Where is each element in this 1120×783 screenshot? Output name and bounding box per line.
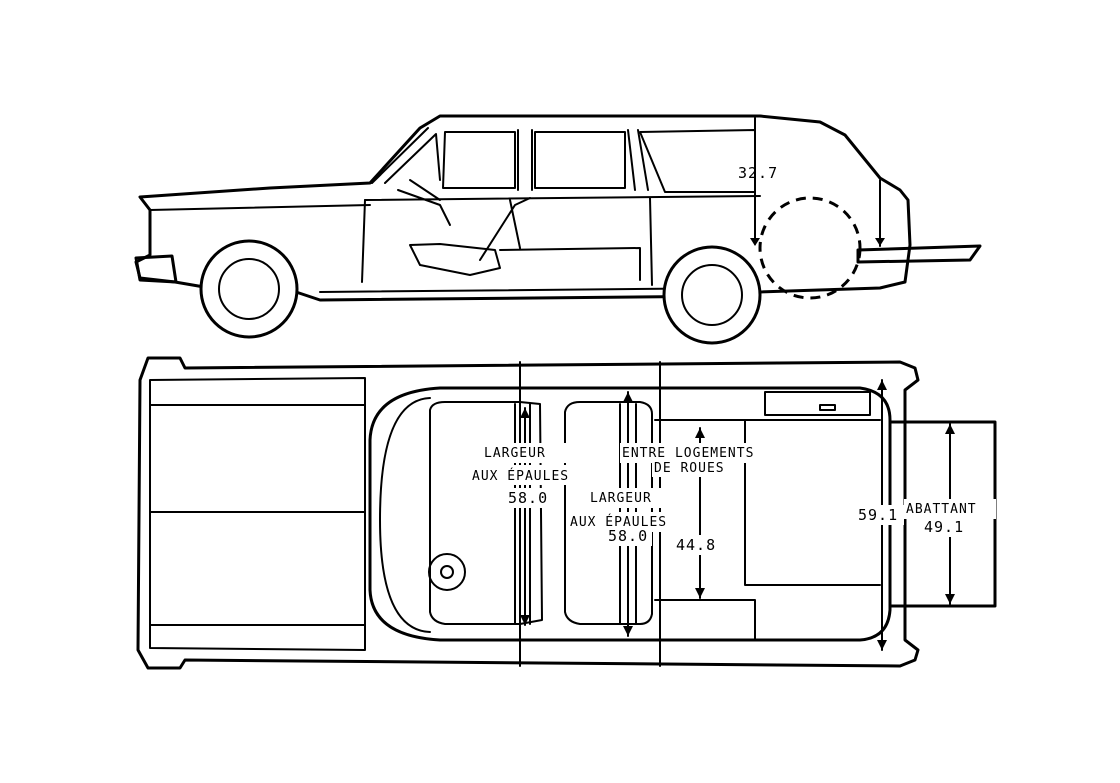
front-seatback <box>514 403 531 625</box>
tailgate-value: 49.1 <box>924 518 964 536</box>
front-seat <box>409 197 531 276</box>
label-bg <box>606 526 652 546</box>
window-middle <box>534 131 626 189</box>
steering-hub-top <box>440 565 454 579</box>
c-pillar <box>627 129 649 191</box>
label-bg <box>506 488 552 508</box>
top-view: LARGEUR AUX ÉPAULES 58.0 ENTRE LOGEMENTS… <box>136 356 997 670</box>
cabin-outline <box>368 386 892 642</box>
arrow-icon <box>875 238 885 246</box>
wheelhouse-label-line1: ENTRE LOGEMENTS <box>622 446 754 461</box>
door-line <box>361 197 653 286</box>
height-dimension-line <box>754 117 881 247</box>
front-wheel-hub <box>218 258 280 320</box>
rear-seat <box>499 199 641 281</box>
front-seat-block <box>429 401 543 625</box>
side-height-label: 32.7 <box>738 164 778 182</box>
b-pillar <box>517 129 533 191</box>
arrow-icon <box>750 238 760 246</box>
rear-seat-block <box>564 401 653 625</box>
front-bumper <box>134 254 178 284</box>
front-wheel-tire <box>199 239 299 339</box>
cargo-floor <box>654 419 881 641</box>
steering-wheel <box>397 179 451 226</box>
cargo-side-box <box>764 391 871 416</box>
label-bg <box>674 535 722 555</box>
spare-wheel-outline <box>758 196 862 300</box>
windshield-top <box>379 397 431 633</box>
front-shoulder-value: 58.0 <box>508 489 548 507</box>
window-front <box>442 131 516 189</box>
label-bg <box>620 443 788 463</box>
window-rear <box>639 129 756 193</box>
rear-shoulder-label-line1: LARGEUR <box>590 491 652 506</box>
front-shoulder-label-line2: AUX ÉPAULES <box>472 468 569 484</box>
label-bg <box>856 505 904 525</box>
label-bg <box>470 465 588 485</box>
rear-shoulder-value: 58.0 <box>608 527 648 545</box>
front-shoulder-label-line1: LARGEUR <box>484 446 546 461</box>
tailgate-extended <box>856 244 982 264</box>
label-bg <box>588 488 672 508</box>
label-bg <box>652 459 740 477</box>
top-body-outline <box>136 356 920 670</box>
side-view: 32.7 <box>134 114 982 345</box>
windshield <box>371 127 441 184</box>
cargo-width-value: 59.1 <box>858 506 898 524</box>
wheelhouse-value: 44.8 <box>676 536 716 554</box>
hood-panel <box>149 377 366 651</box>
wheelhouse-label-line2: DE ROUES <box>654 461 725 476</box>
rear-wheel-hub <box>681 264 743 326</box>
rear-wheel-tire <box>662 245 762 345</box>
label-bg <box>922 517 972 537</box>
hood-line <box>149 204 371 211</box>
tailgate-label-line1: ABATTANT <box>906 502 977 517</box>
label-bg <box>568 512 686 532</box>
belt-line <box>364 195 761 201</box>
steering-wheel-top <box>428 553 466 591</box>
label-bg <box>482 443 570 463</box>
label-bg <box>904 499 996 519</box>
